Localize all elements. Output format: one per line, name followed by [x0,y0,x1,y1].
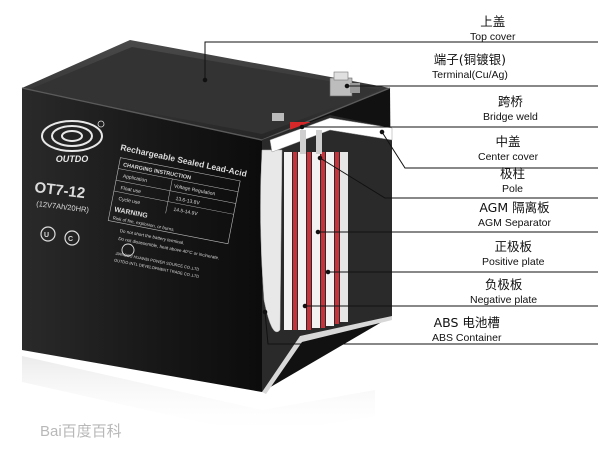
label-zh: 负极板 [484,277,523,292]
label-negative-plate: 负极板 Negative plate [470,277,538,306]
leader-center-cover [381,131,598,169]
label-agm-separator: AGM 隔离板 AGM Separator [478,200,551,229]
svg-text:U: U [44,232,49,239]
battery-brand: OUTDO [56,154,89,164]
svg-text:C: C [68,236,73,243]
battery-reflection [22,356,375,436]
row-cycle: Cycle use [118,196,141,206]
leader-lines [202,41,598,345]
label-zh: 正极板 [494,239,532,254]
label-en: Bridge weld [483,110,538,123]
label-en: AGM Separator [478,216,551,229]
label-bridge-weld: 跨桥 Bridge weld [483,94,538,123]
leader-pole [319,157,598,199]
label-en: ABS Container [432,331,502,344]
label-en: Pole [502,182,524,195]
label-en: Center cover [478,150,539,163]
label-zh: AGM 隔离板 [479,200,550,215]
row-float-value: 13.6-13.8V [175,196,201,207]
leader-top-cover [204,41,598,80]
label-zh: 上盖 [480,14,506,29]
battery-model: OT7-12 [34,179,87,202]
label-abs-container: ABS 电池槽 ABS Container [432,315,502,344]
row-float: Float use [120,185,142,195]
label-zh: ABS 电池槽 [433,315,500,330]
label-terminal: 端子(铜镀银) Terminal(Cu/Ag) [432,52,508,81]
row-cycle-value: 14.5-14.9V [173,207,199,218]
label-en: Negative plate [470,293,538,306]
label-top-cover: 上盖 Top cover [470,14,516,43]
label-en: Top cover [470,30,516,43]
label-en: Positive plate [482,255,545,268]
cert-marks: U C [40,226,80,246]
col-application: Application [122,174,147,185]
outdo-logo: OUTDO [41,120,105,164]
recycle-icon [121,243,135,257]
label-center-cover: 中盖 Center cover [478,134,539,163]
watermark: Bai百度百科 [40,423,122,440]
watermark-text: Bai百度百科 [40,423,122,440]
label-zh: 端子(铜镀银) [433,52,507,67]
label-pole: 极柱 Pole [500,166,526,195]
label-positive-plate: 正极板 Positive plate [482,239,545,268]
label-zh: 中盖 [495,134,521,149]
label-en: Terminal(Cu/Ag) [432,68,508,81]
plate-stack [284,152,348,330]
terminal-group [329,71,360,97]
label-zh: 跨桥 [497,94,523,109]
label-zh: 极柱 [500,166,526,181]
leader-abs-container [264,311,598,345]
